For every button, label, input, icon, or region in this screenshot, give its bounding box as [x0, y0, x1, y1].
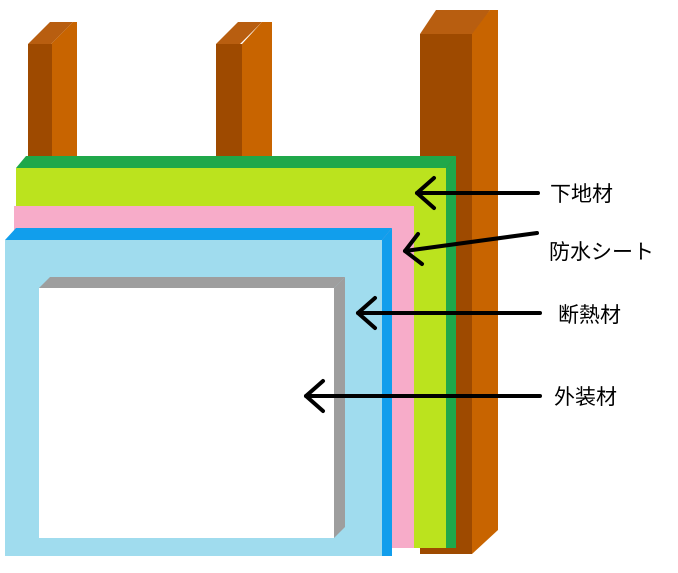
stud-middle [216, 22, 272, 160]
arrow-waterproof-sheet [403, 231, 539, 266]
arrow-exterior-finish [304, 379, 542, 413]
exterior-finish-panel [39, 277, 345, 538]
label-substrate: 下地材 [550, 182, 613, 206]
arrow-substrate [415, 176, 540, 210]
label-exterior-finish: 外装材 [554, 385, 617, 409]
arrow-insulation [356, 296, 542, 330]
label-waterproof-sheet: 防水シート [549, 240, 654, 264]
stud-left [28, 22, 77, 160]
label-insulation: 断熱材 [558, 303, 621, 327]
